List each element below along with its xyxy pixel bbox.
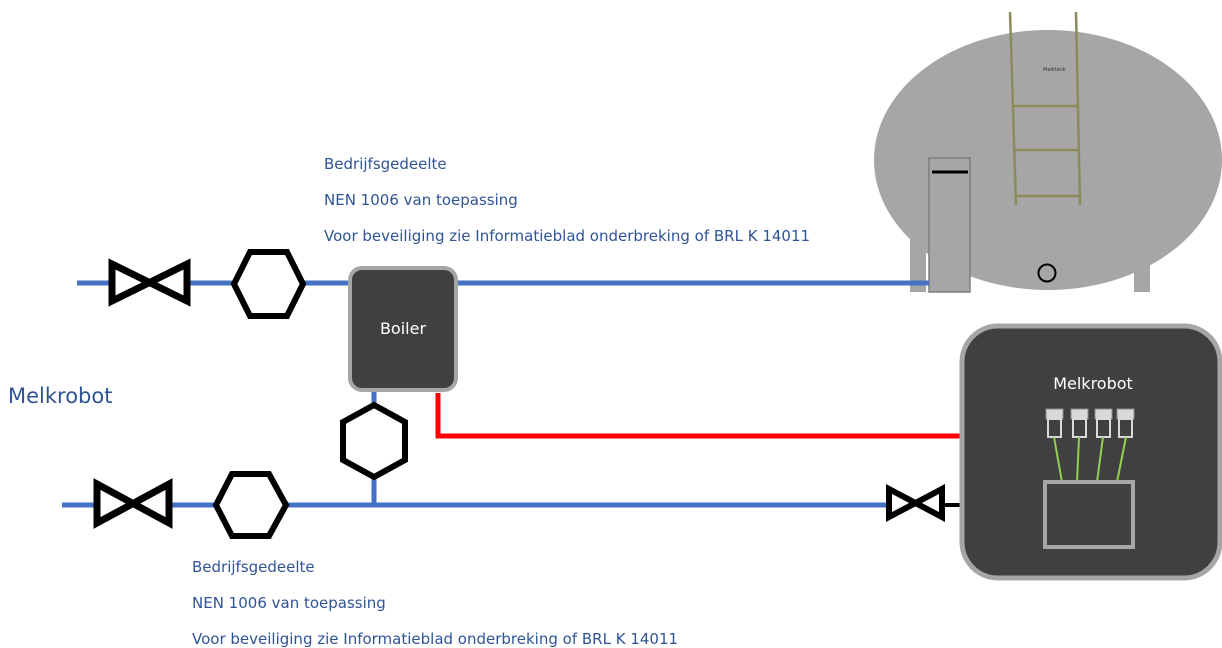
tank-outlet-icon xyxy=(1037,263,1057,283)
milk-hoses xyxy=(1053,436,1127,483)
milk-tank: Melktank xyxy=(874,11,1222,293)
top-note-line1: Bedrijfsgedeelte xyxy=(324,155,447,173)
bottom-note-line2: NEN 1006 van toepassing xyxy=(192,594,386,612)
robot-housing xyxy=(959,323,1222,581)
valve-icon-top xyxy=(108,258,191,307)
tank-door xyxy=(928,157,971,293)
bottom-note-line3: Voor beveiliging zie Informatieblad onde… xyxy=(192,630,678,648)
valve-icon-robot xyxy=(886,484,945,522)
boiler-label: Boiler xyxy=(380,319,427,338)
cold-water-pipes xyxy=(62,280,929,508)
hot-water-pipe xyxy=(435,393,962,439)
bottom-note-line1: Bedrijfsgedeelte xyxy=(192,558,315,576)
top-section-notes: Bedrijfsgedeelte NEN 1006 van toepassing… xyxy=(324,155,810,245)
hexagon-icon-top xyxy=(230,249,307,319)
valve-icon-bottom xyxy=(93,478,173,529)
boiler-box xyxy=(348,266,458,392)
hexagon-icon-bottom xyxy=(212,471,290,539)
hexagon-icon-middle xyxy=(340,401,408,481)
tank-label: Melktank xyxy=(1043,67,1066,73)
boiler: Boiler xyxy=(348,266,458,392)
bottom-section-notes: Bedrijfsgedeelte NEN 1006 van toepassing… xyxy=(192,558,678,648)
robot-label: Melkrobot xyxy=(1053,374,1133,393)
tank-ladder xyxy=(1008,11,1082,206)
page-title: Melkrobot xyxy=(8,384,112,408)
top-note-line3: Voor beveiliging zie Informatieblad onde… xyxy=(324,227,810,245)
milk-collector-box xyxy=(1043,480,1135,549)
top-note-line2: NEN 1006 van toepassing xyxy=(324,191,518,209)
milking-robot: Melkrobot xyxy=(959,323,1222,581)
